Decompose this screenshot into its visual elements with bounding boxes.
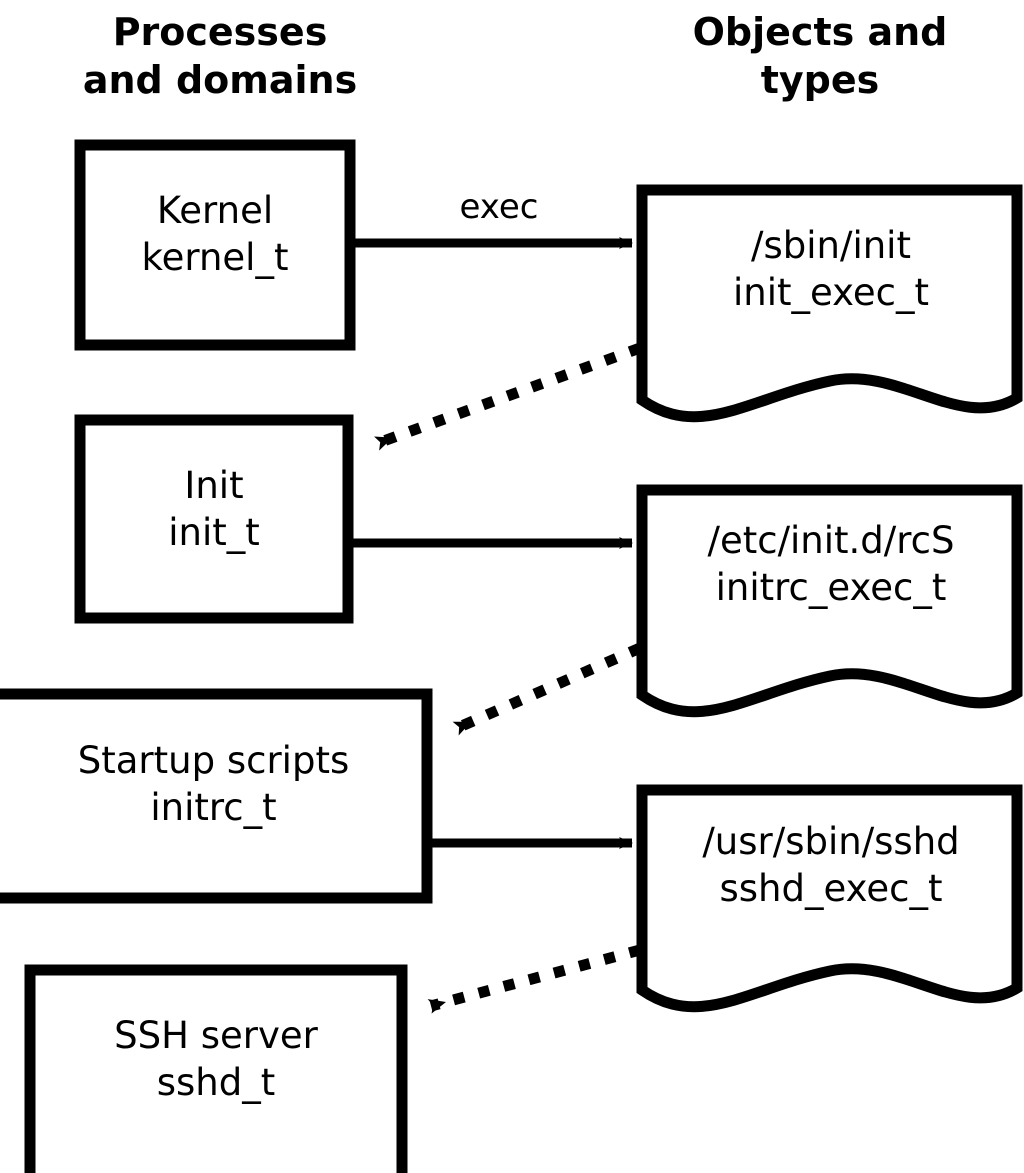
node-shape-sshd[interactable]: [24, 964, 408, 1173]
object-node-shapes: [636, 184, 1023, 1013]
node-shape-initrc[interactable]: [0, 688, 433, 904]
node-shape-kernel[interactable]: [74, 139, 356, 351]
column-header-objects: Objects and types: [692, 10, 948, 102]
column-header-processes: Processes and domains: [82, 10, 358, 102]
node-shape-init-exec[interactable]: [636, 184, 1023, 423]
node-shape-initrc-exec[interactable]: [636, 484, 1023, 718]
edge-init-exec-to-init[interactable]: [374, 342, 642, 451]
exec-edges: [348, 237, 633, 849]
process-node-shapes: [0, 139, 433, 1173]
edge-initrc-exec-to-initrc[interactable]: [452, 642, 643, 736]
transition-edges: [374, 342, 643, 1014]
node-shape-sshd-exec[interactable]: [636, 784, 1023, 1013]
edge-sshd-exec-to-sshd[interactable]: [427, 944, 642, 1014]
node-shape-init[interactable]: [74, 414, 354, 624]
edge-label-exec: exec: [459, 187, 539, 227]
